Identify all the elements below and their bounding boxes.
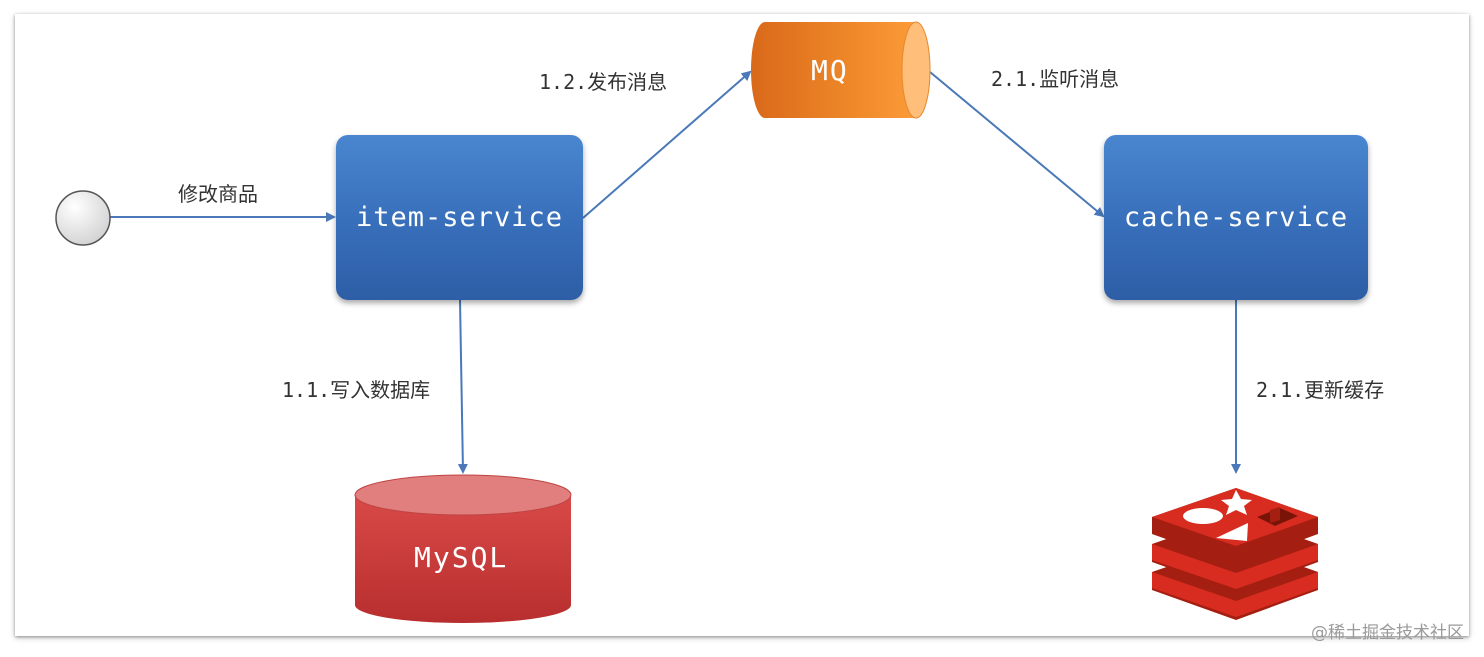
start-node-icon — [55, 190, 111, 246]
edge-label-listen-msg: 2.1.监听消息 — [991, 67, 1120, 91]
mq-cylinder-icon — [751, 21, 931, 119]
arrow-item-to-mq — [582, 70, 752, 219]
edge-label-publish-msg: 1.2.发布消息 — [539, 70, 668, 94]
cache-service-node: cache-service — [1104, 135, 1368, 300]
arrow-item-to-mysql — [457, 299, 468, 474]
edge-label-write-db: 1.1.写入数据库 — [282, 378, 431, 402]
item-service-node: item-service — [336, 135, 583, 300]
watermark-text: @稀土掘金技术社区 — [1311, 623, 1464, 643]
mysql-label: MySQL — [414, 541, 509, 574]
mysql-cylinder-icon — [354, 474, 572, 623]
arrow-mq-to-cache — [929, 71, 1105, 218]
edge-label-modify-product: 修改商品 — [178, 182, 258, 206]
edge-label-update-cache: 2.1.更新缓存 — [1256, 378, 1385, 402]
item-service-label: item-service — [355, 202, 564, 233]
mq-label: MQ — [811, 54, 849, 87]
cache-service-label: cache-service — [1123, 202, 1349, 233]
redis-logo-icon — [1152, 488, 1318, 620]
